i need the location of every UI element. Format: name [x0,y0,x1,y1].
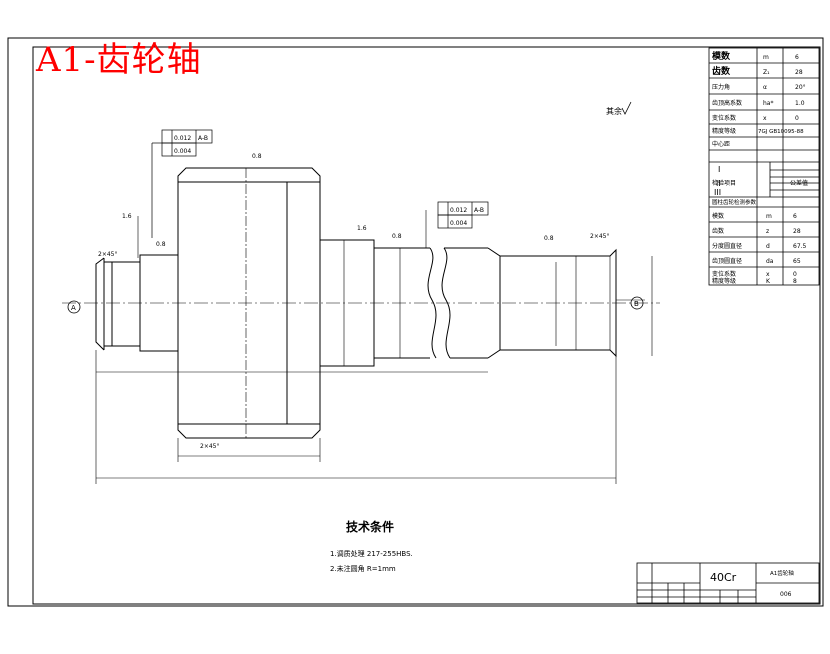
gear-row-2-name: 压力角 [712,83,730,91]
gear-row-0-sym: m [763,54,769,61]
gear-row-4-name: 变位系数 [712,114,736,122]
dimension-lines [95,210,653,484]
lower-row-2-val: 67.5 [793,243,807,250]
inspection-col-3: 公差值 [790,179,808,187]
lower-table-header: 圆柱齿轮检测参数 [712,198,757,206]
lower-row-5-name: 精度等级 [712,277,736,285]
chamfer-right: 2×45° [590,233,609,240]
tech-req-item-2: 2.未注圆角 R=1mm [330,564,396,573]
inspection-group-3: III [714,188,721,197]
lower-row-4-name: 变位系数 [712,270,736,278]
lower-row-4-val: 0 [793,271,797,278]
tolerance-left-value: 0.012 [174,135,191,142]
tolerance-left-value-2: 0.004 [174,148,191,155]
roughness-label-middle: 0.8 [392,233,402,240]
gear-row-2-sym: α [763,84,767,91]
title-block [636,562,820,604]
gear-row-4-sym: x [763,115,767,122]
lower-row-5-sym: K [766,278,771,285]
gear-row-0-name: 模数 [712,50,731,62]
other-surfaces-note: 其余 [606,106,622,116]
inspection-group-1: I [718,165,720,174]
lower-row-3-sym: da [766,258,774,265]
gear-row-3-val: 1.0 [795,100,805,107]
chamfer-gear: 2×45° [200,443,219,450]
gear-row-6-name: 中心距 [712,140,730,148]
lower-row-2-sym: d [766,243,770,250]
roughness-symbol-general [621,101,632,115]
roughness-label-journal-left: 0.8 [156,241,166,248]
tolerance-frame-left [151,129,213,238]
lower-row-0-val: 6 [793,213,797,220]
roughness-label-left-end: 1.6 [122,213,132,220]
gear-row-1-name: 齿数 [712,65,731,77]
datum-a-circle [67,300,81,314]
lower-row-0-name: 模数 [712,212,724,220]
gear-row-5-val: 7GJ GB10095-88 [758,129,804,135]
sheet-border-inner [32,46,821,605]
title-block-drawing-no: 006 [780,591,792,598]
gear-row-3-sym: ha* [763,100,773,107]
lower-row-5-val: 8 [793,278,797,285]
lower-row-3-name: 齿顶圆直径 [712,257,742,265]
gear-table-text: 模数 m 6 齿数 Z₁ 28 压力角 α 20° 齿顶高系数 ha* 1.0 … [712,50,808,285]
gear-row-2-val: 20° [795,84,806,91]
tolerance-frame-right [437,201,489,229]
shaft-outline [62,167,660,439]
lower-row-3-val: 65 [793,258,801,265]
gear-row-1-sym: Z₁ [763,69,770,76]
lower-row-1-val: 28 [793,228,801,235]
gear-row-1-val: 28 [795,69,803,76]
gear-parameter-table [708,47,820,286]
roughness-label-shoulder: 1.6 [357,225,367,232]
roughness-label-gear: 0.8 [252,153,262,160]
datum-b-label: B [634,300,639,308]
lower-row-1-name: 齿数 [712,227,724,235]
inspection-group-2: II [716,179,721,188]
sheet-border-outer [7,37,824,607]
lower-row-1-sym: z [766,228,769,235]
gear-row-5-name: 精度等级 [712,127,736,135]
title-stamp: A1-齿轮轴 [36,40,202,80]
tolerance-left-datum: A-B [198,135,208,142]
inspection-col-1: 检验项目 [712,179,736,187]
tolerance-right-value: 0.012 [450,207,467,214]
tolerance-right-datum: A-B [474,207,484,214]
datum-b-circle [630,296,644,310]
tech-req-item-1: 1.调质处理 217-255HBS. [330,549,413,558]
datum-a-label: A [71,304,76,312]
gear-row-4-val: 0 [795,115,799,122]
gear-row-0-val: 6 [795,54,799,61]
roughness-label-right: 0.8 [544,235,554,242]
lower-row-4-sym: x [766,271,770,278]
title-block-part-name: A1齿轮轴 [770,569,794,577]
chamfer-left: 2×45° [98,251,117,258]
tech-req-heading: 技术条件 [346,519,394,534]
title-block-material: 40Cr [710,571,737,584]
lower-row-0-sym: m [766,213,772,220]
tolerance-right-value-2: 0.004 [450,220,467,227]
lower-row-2-name: 分度圆直径 [712,242,742,250]
gear-row-3-name: 齿顶高系数 [712,99,742,107]
